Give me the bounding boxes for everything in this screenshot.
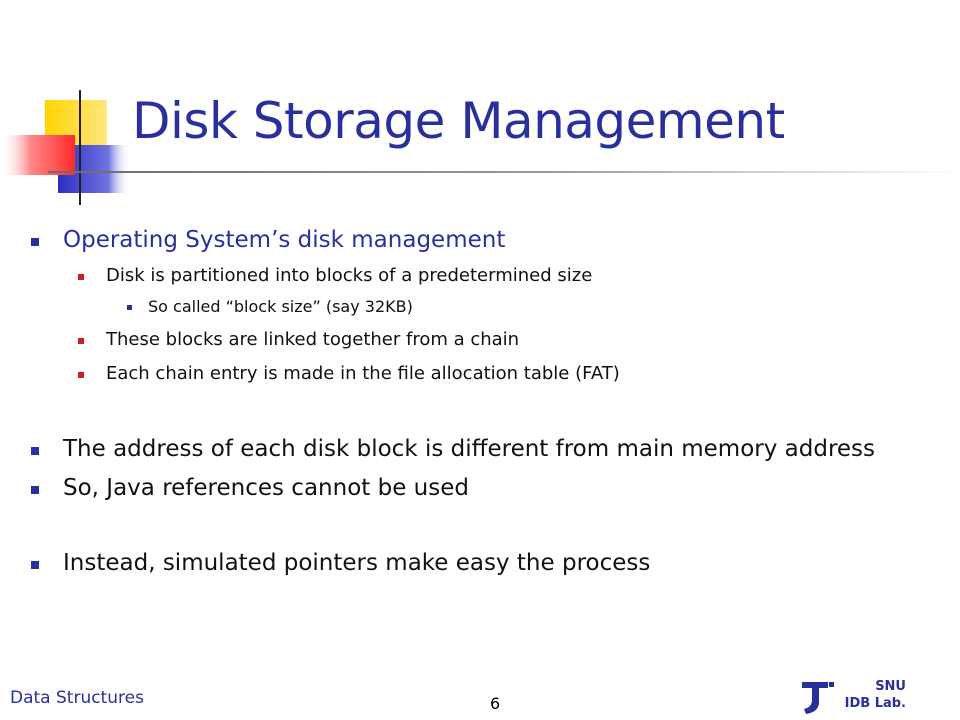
bullet-marker <box>127 305 132 310</box>
page-number: 6 <box>490 694 501 713</box>
snu-logo-icon <box>802 682 834 714</box>
bullet-text: Operating System’s disk management <box>63 227 506 253</box>
title-underline <box>48 171 960 173</box>
bullet-marker <box>78 372 84 378</box>
footer-course-title: Data Structures <box>10 688 144 708</box>
title-decoration <box>0 90 130 205</box>
bullet-marker <box>31 447 39 455</box>
bullet-text: The address of each disk block is differ… <box>63 436 876 462</box>
bullet-text: So, Java references cannot be used <box>63 475 469 501</box>
bullet-text: So called “block size” (say 32KB) <box>148 297 413 316</box>
bullet-marker <box>31 486 39 494</box>
bullet-marker <box>78 338 84 344</box>
bullet-text: Each chain entry is made in the file all… <box>106 363 620 384</box>
bullet-marker <box>78 274 84 280</box>
bullet-text: Instead, simulated pointers make easy th… <box>63 550 651 576</box>
bullet-text: These blocks are linked together from a … <box>106 329 520 350</box>
bullet-text: Disk is partitioned into blocks of a pre… <box>106 265 593 286</box>
logo-line-1: SNU <box>875 679 906 694</box>
bullet-marker <box>31 238 39 246</box>
lab-logo-text: SNU IDB Lab. <box>840 678 906 712</box>
slide-title: Disk Storage Management <box>132 92 785 150</box>
logo-line-2: IDB Lab. <box>844 696 906 711</box>
bullet-marker <box>31 561 39 569</box>
